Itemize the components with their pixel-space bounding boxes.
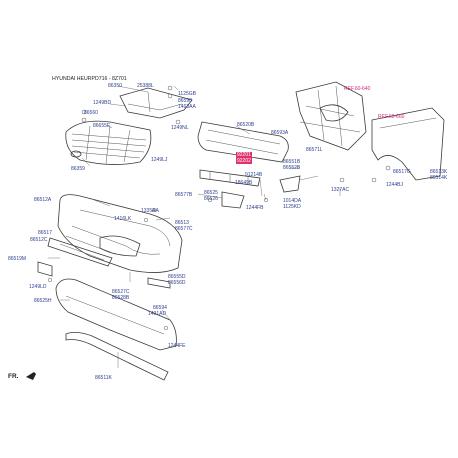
part-86552B[interactable]: 86552B bbox=[283, 165, 301, 171]
part-86525[interactable]: 86525 bbox=[204, 190, 218, 196]
front-bumper-cover[interactable] bbox=[57, 194, 183, 273]
part-86551B[interactable]: 86551B bbox=[283, 159, 301, 165]
part-86513K[interactable]: 86513K bbox=[430, 169, 448, 175]
part-86571L[interactable]: 86571L bbox=[306, 147, 323, 153]
part-86526[interactable]: 86526 bbox=[204, 196, 218, 202]
part-86525H[interactable]: 86525H bbox=[34, 298, 52, 304]
fastener-set bbox=[47, 85, 391, 331]
energy-absorber[interactable] bbox=[199, 169, 261, 187]
front-arrow-icon bbox=[26, 372, 36, 380]
highlighted-part-1-label: 92201 bbox=[236, 152, 252, 158]
highlighted-part-1[interactable]: 92201 bbox=[236, 152, 252, 158]
part-1249BD[interactable]: 1249BD bbox=[93, 100, 112, 106]
part-1244FB[interactable]: 1244FB bbox=[246, 205, 264, 211]
part-86513[interactable]: 86513 bbox=[175, 220, 189, 226]
part-86359[interactable]: 86359 bbox=[71, 166, 85, 172]
part-1014DA[interactable]: 1014DA bbox=[283, 198, 302, 204]
part-1249LJ[interactable]: 1249LJ bbox=[151, 157, 168, 163]
part-86594[interactable]: 86594 bbox=[153, 305, 167, 311]
part-1125KD[interactable]: 1125KD bbox=[283, 204, 301, 210]
part-1125GB[interactable]: 1125GB bbox=[178, 91, 196, 97]
part-1249NL-upper[interactable]: 1249NL bbox=[171, 125, 189, 131]
bottom-trim-strip[interactable] bbox=[65, 332, 169, 381]
grille-bracket[interactable] bbox=[119, 87, 193, 119]
side-bracket-left[interactable] bbox=[221, 191, 245, 209]
leader-lines bbox=[48, 85, 341, 368]
part-1244FE[interactable]: 1244FE bbox=[168, 343, 186, 349]
highlighted-part-2-label: 92202 bbox=[236, 158, 252, 164]
fog-bezel-left[interactable] bbox=[37, 261, 53, 277]
part-86577B[interactable]: 86577B bbox=[175, 192, 193, 198]
lower-grille[interactable] bbox=[47, 237, 113, 267]
part-86517[interactable]: 86517 bbox=[38, 230, 52, 236]
part-86593A[interactable]: 86593A bbox=[271, 130, 289, 136]
ref-60-640-link[interactable]: REF.60-640 bbox=[344, 86, 371, 92]
part-86350-top[interactable]: 86350 bbox=[108, 83, 122, 89]
part-1244BJ[interactable]: 1244BJ bbox=[386, 182, 403, 188]
ref-60-660-link[interactable]: REF.60-660 bbox=[378, 114, 405, 120]
bumper-beam[interactable] bbox=[197, 121, 289, 163]
part-1416LK[interactable]: 1416LK bbox=[114, 216, 132, 222]
front-body-structure bbox=[295, 81, 367, 151]
part-86511K[interactable]: 86511K bbox=[95, 375, 112, 381]
part-86577C[interactable]: 86577C bbox=[175, 226, 193, 232]
part-86655E[interactable]: 86655E bbox=[93, 123, 111, 129]
part-1463AA[interactable]: 1463AA bbox=[178, 104, 196, 110]
part-86556D[interactable]: 86556D bbox=[168, 280, 186, 286]
radiator-grille[interactable] bbox=[65, 120, 152, 165]
fender bbox=[371, 107, 445, 181]
part-1491AD[interactable]: 1491AD bbox=[148, 311, 167, 317]
front-direction-label: FR. bbox=[8, 373, 19, 380]
part-86555D[interactable]: 86555D bbox=[168, 274, 186, 280]
part-25388L[interactable]: 25388L bbox=[137, 83, 154, 89]
part-86520B[interactable]: 86520B bbox=[237, 122, 255, 128]
part-86512C[interactable]: 86512C bbox=[30, 237, 48, 243]
highlighted-part-2[interactable]: 92202 bbox=[236, 158, 252, 164]
part-86519M[interactable]: 86519M bbox=[8, 256, 27, 262]
part-86590[interactable]: 86590 bbox=[178, 98, 192, 104]
part-86512A[interactable]: 86512A bbox=[34, 197, 52, 203]
part-1249LD[interactable]: 1249LD bbox=[29, 284, 47, 290]
part-86527C[interactable]: 86527C bbox=[112, 289, 130, 295]
part-91214B[interactable]: 91214B bbox=[245, 172, 263, 178]
part-86514K[interactable]: 86514K bbox=[430, 175, 448, 181]
fog-bezel-right[interactable] bbox=[147, 277, 171, 289]
part-1327AC[interactable]: 1327AC bbox=[331, 187, 350, 193]
part-18649B[interactable]: 18649B bbox=[235, 180, 253, 186]
part-86528B[interactable]: 86528B bbox=[112, 295, 130, 301]
part-86560[interactable]: 86560 bbox=[84, 110, 98, 116]
part-1335AA[interactable]: 1335AA bbox=[141, 208, 159, 214]
diagram-title: HYUNDAI HEURPD716 - 8Z701 bbox=[52, 76, 127, 82]
side-bracket-right[interactable] bbox=[279, 175, 301, 193]
part-86517G[interactable]: 86517G bbox=[393, 169, 411, 175]
lower-valance[interactable] bbox=[55, 278, 177, 351]
emblem[interactable] bbox=[70, 150, 82, 158]
